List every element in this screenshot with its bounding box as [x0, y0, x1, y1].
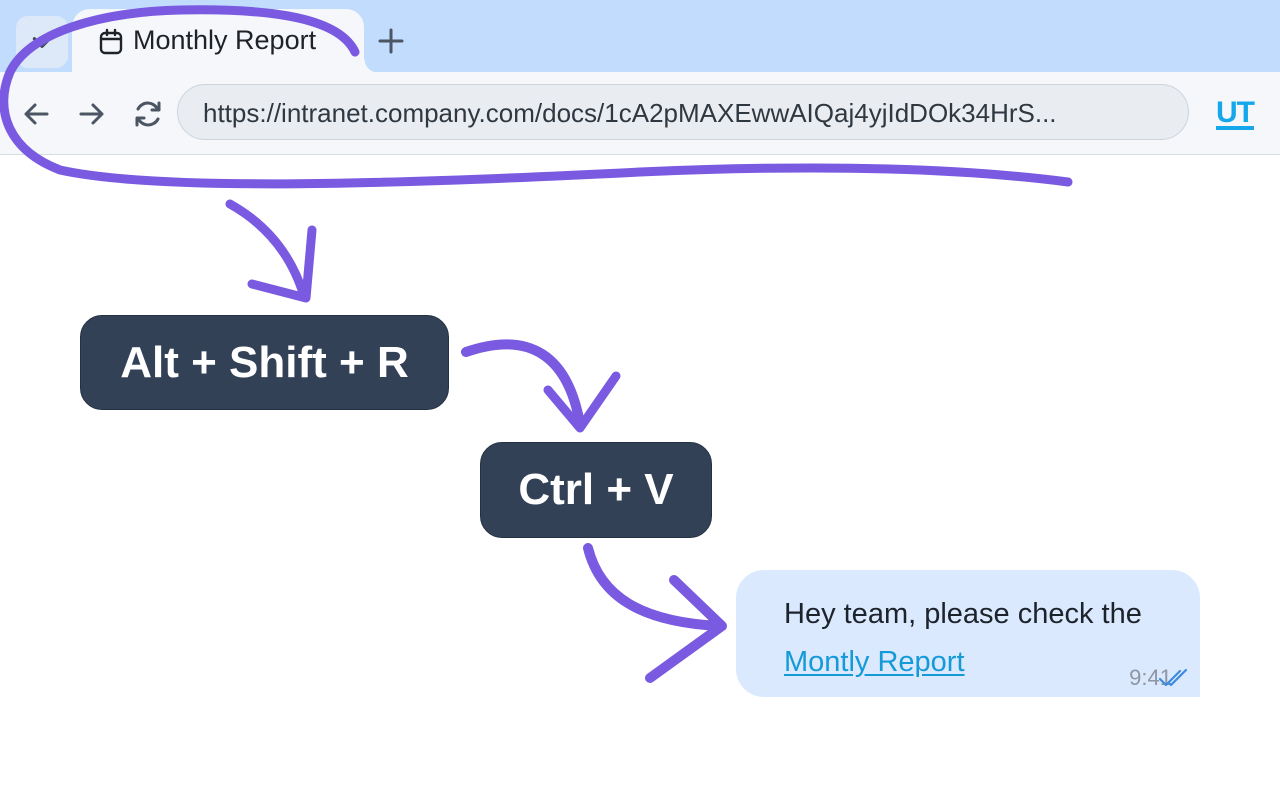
url-text[interactable]: https://intranet.company.com/docs/1cA2pM…	[203, 98, 1057, 128]
annotation-arrow-3	[583, 543, 725, 631]
tab-title: Monthly Report	[133, 25, 317, 55]
forward-arrow-icon	[79, 103, 104, 125]
message-text: Hey team, please check the Montly Report	[784, 590, 1164, 686]
plus-icon	[378, 28, 404, 54]
calendar-tab-icon	[99, 28, 123, 55]
annotation-arrowhead-2	[543, 371, 621, 433]
shortcut-key-paste: Ctrl + V	[480, 442, 712, 538]
annotation-arrowhead-3	[645, 575, 727, 683]
annotation-arrowhead-1	[247, 225, 317, 303]
back-button[interactable]	[16, 94, 56, 134]
browser-toolbar: https://intranet.company.com/docs/1cA2pM…	[0, 72, 1280, 155]
message-link[interactable]: Montly Report	[784, 646, 965, 678]
tab-list-button[interactable]	[16, 16, 68, 68]
annotation-arrow-2	[461, 339, 585, 429]
active-tab[interactable]: Monthly Report	[72, 9, 378, 73]
reload-icon	[135, 101, 161, 127]
message-time: 9:41	[1129, 665, 1172, 690]
address-bar[interactable]: https://intranet.company.com/docs/1cA2pM…	[177, 84, 1189, 140]
chat-message-bubble: Hey team, please check the Montly Report…	[736, 570, 1200, 697]
double-check-icon	[1158, 668, 1188, 687]
back-arrow-icon	[24, 103, 49, 125]
chevron-down-icon	[32, 37, 52, 48]
new-tab-button[interactable]	[372, 22, 410, 60]
message-body-text: Hey team, please check the	[784, 598, 1142, 630]
shortcut-key-copy-link: Alt + Shift + R	[80, 315, 449, 410]
annotation-arrow-1	[225, 199, 309, 301]
extension-logo-button[interactable]: UT	[1216, 96, 1255, 129]
forward-button[interactable]	[72, 94, 112, 134]
tab-strip: Monthly Report	[0, 0, 1280, 73]
reload-button[interactable]	[128, 94, 168, 134]
